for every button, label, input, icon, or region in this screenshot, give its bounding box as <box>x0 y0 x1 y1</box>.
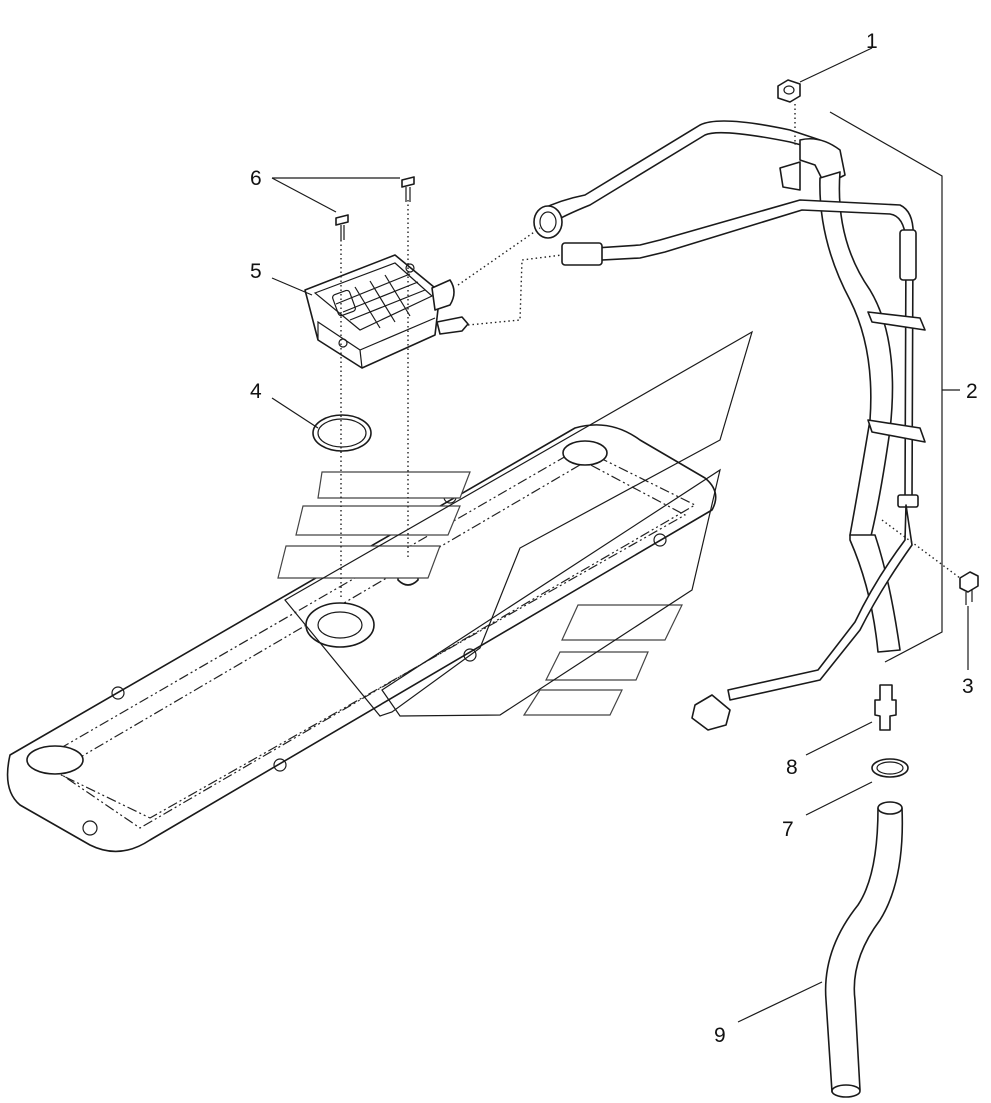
clamp <box>871 758 909 778</box>
tube-assembly <box>533 120 926 731</box>
callout-5: 5 <box>250 260 262 283</box>
callout-1: 1 <box>866 30 878 53</box>
callout-labels: 1 2 3 4 5 6 7 8 9 <box>250 30 978 1047</box>
hose <box>824 801 904 1098</box>
callout-7: 7 <box>782 818 794 841</box>
o-ring <box>312 414 372 452</box>
bolts-six <box>335 176 415 240</box>
callout-2: 2 <box>966 380 978 403</box>
callout-3: 3 <box>962 675 974 698</box>
callout-8: 8 <box>786 756 798 779</box>
callout-4: 4 <box>250 380 262 403</box>
nut <box>777 79 801 103</box>
bracket-item-two <box>829 111 960 663</box>
fitting <box>874 684 897 731</box>
callout-9: 9 <box>714 1024 726 1047</box>
dotted-assembly-lines <box>340 104 961 600</box>
leader-lines <box>271 47 969 1023</box>
breather-housing <box>304 254 469 369</box>
shading-stripes <box>277 330 754 717</box>
callout-6: 6 <box>250 167 262 190</box>
bolt-three <box>959 571 979 605</box>
